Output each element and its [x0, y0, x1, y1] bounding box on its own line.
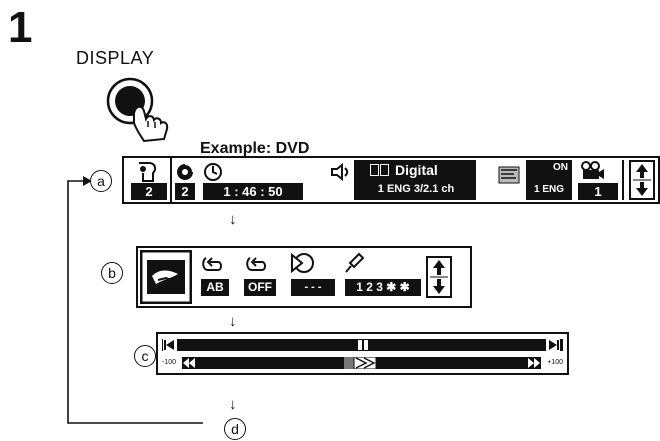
speed-slider-knob[interactable] — [344, 357, 376, 369]
clock-icon — [203, 162, 223, 182]
speed-max-label: +100 — [541, 357, 563, 369]
down-arrow: ↓ — [229, 212, 237, 227]
repeat-mode-value: OFF — [244, 279, 276, 296]
angle-number: 1 — [578, 183, 618, 200]
subtitle-icon — [498, 166, 520, 184]
up-down-arrows-icon[interactable] — [629, 160, 655, 200]
up-down-arrows-icon[interactable] — [426, 256, 452, 298]
marker-pin-icon — [345, 252, 365, 274]
repeat-ab-icon — [200, 254, 224, 274]
skip-forward-icon[interactable] — [546, 339, 560, 351]
marker-b: b — [101, 262, 123, 284]
marker-c: c — [134, 345, 156, 367]
chapter-number: 2 — [175, 183, 195, 200]
title-number: 2 — [131, 183, 167, 200]
speed-min-label: -100 — [162, 357, 182, 369]
marker-a: a — [90, 170, 112, 192]
playback-status-icon — [140, 250, 192, 304]
subtitle-state: ON — [526, 162, 572, 173]
divider — [622, 160, 624, 200]
elapsed-time: 1 : 46 : 50 — [203, 183, 303, 200]
disc-title-icon — [133, 161, 161, 183]
down-arrow: ↓ — [229, 314, 237, 329]
down-arrow: ↓ — [229, 397, 237, 412]
subtitle-language: 1 ENG — [526, 184, 572, 195]
audio-format-row: Digital — [370, 161, 470, 179]
audio-speaker-icon — [330, 163, 352, 181]
marker-value: 1 2 3 ✱ ✱ — [345, 279, 421, 296]
disc-chapter-icon — [175, 162, 195, 182]
program-play-icon — [290, 251, 316, 275]
divider — [170, 158, 172, 202]
marker-d: d — [224, 418, 246, 440]
skip-back-icon[interactable] — [163, 339, 177, 351]
repeat-ab-value: AB — [201, 279, 229, 296]
program-value: - - - — [291, 279, 335, 296]
dolby-icon — [370, 164, 379, 176]
audio-detail: 1 ENG 3/2.1 ch — [358, 181, 474, 198]
fast-forward-icon — [527, 357, 541, 369]
camera-angle-icon — [580, 161, 606, 181]
audio-format: Digital — [395, 162, 438, 178]
rewind-icon — [182, 357, 196, 369]
repeat-icon — [244, 254, 268, 274]
